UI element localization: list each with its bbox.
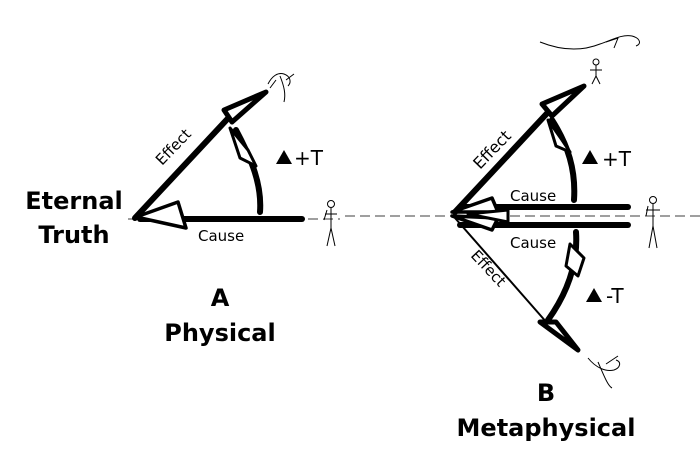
origin-arrowhead-a (134, 200, 188, 230)
eternal-truth-line1: Eternal (25, 187, 123, 215)
caption-a: Physical (164, 319, 275, 347)
delta-label-b-upper: +T (602, 147, 632, 171)
delta-arc-b-upper (549, 117, 578, 203)
letter-b: B (537, 379, 555, 407)
cause-label-b-upper: Cause (510, 187, 556, 205)
caption-b: Metaphysical (457, 414, 636, 442)
observer-figure-b (645, 196, 660, 249)
diagram-b: Effect Cause +T Cause Effect -T B Metaph… (450, 35, 660, 442)
effect-arm-b-upper (452, 105, 555, 215)
effect-arrowhead-a (221, 89, 269, 125)
delta-label-b-lower: -T (606, 284, 624, 308)
delta-arrowhead-b-upper (546, 118, 572, 154)
sketch-figure-top-b (539, 35, 640, 85)
effect-arrowhead-b-lower (537, 319, 581, 353)
effect-label-b-lower: Effect (467, 246, 510, 290)
delta-icon-a (276, 150, 292, 164)
eternal-truth-line2: Truth (38, 221, 109, 249)
letter-a: A (211, 284, 230, 312)
diagram-a: Effect Cause +T A Physical (132, 73, 337, 347)
delta-icon-b-lower (586, 288, 602, 302)
cause-label-b-lower: Cause (510, 234, 556, 252)
delta-arc-b-lower (545, 229, 580, 323)
delta-arrowhead-b-lower (564, 242, 586, 278)
sketch-figure-top-a (267, 73, 295, 103)
cause-label-a: Cause (198, 227, 244, 245)
delta-arrowhead-a (228, 126, 258, 168)
effect-arrowhead-b-upper (539, 83, 587, 119)
origin-arrowhead-b-lower (450, 214, 500, 232)
sketch-figure-bottom-b (587, 355, 621, 389)
delta-label-a: +T (294, 146, 324, 170)
observer-figure-a (323, 200, 337, 247)
delta-icon-b-upper (582, 150, 598, 164)
effect-label-b-upper: Effect (469, 126, 515, 172)
effect-arm-b-lower (454, 217, 549, 325)
origin-arrowhead-b-mid (466, 208, 510, 224)
effect-arm-a (132, 110, 236, 221)
